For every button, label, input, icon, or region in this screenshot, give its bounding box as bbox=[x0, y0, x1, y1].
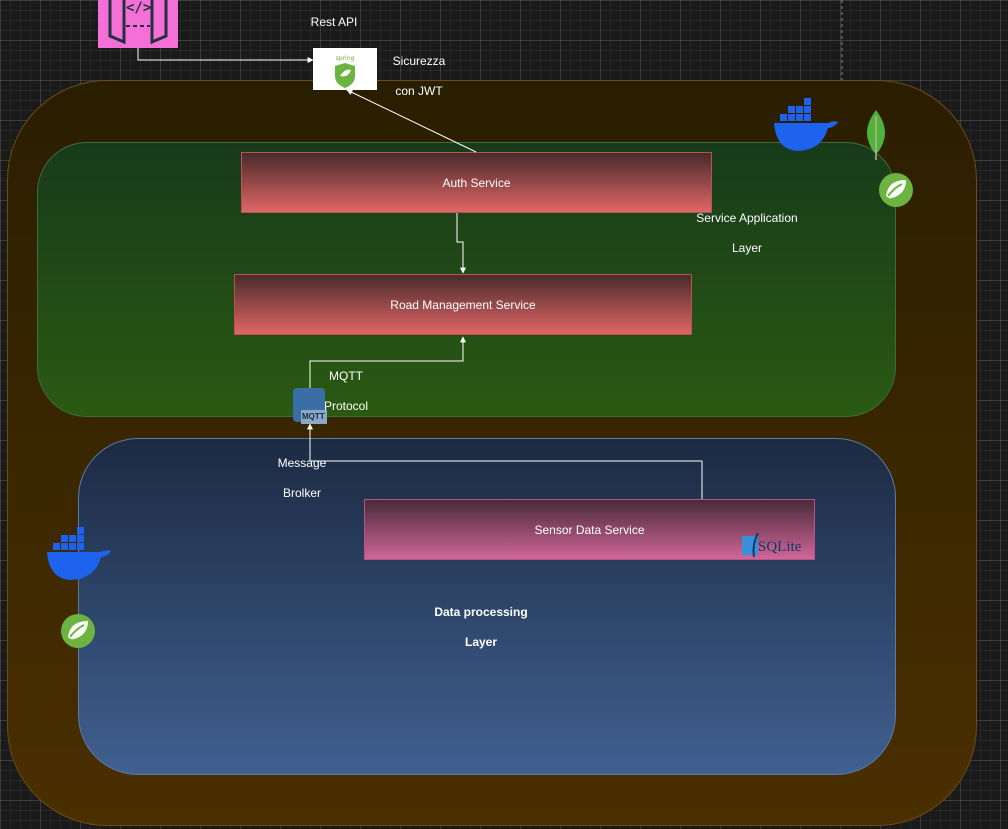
data-layer-label-line1: Data processing bbox=[434, 605, 528, 619]
spring-security-icon[interactable]: spring bbox=[313, 48, 377, 90]
auth-to-road-connector bbox=[456, 213, 466, 274]
data-layer-label-line2: Layer bbox=[464, 635, 498, 649]
sensor-to-mqtt-connector bbox=[307, 423, 703, 499]
svg-text:spring: spring bbox=[336, 55, 355, 62]
data-layer-label: Data processing Layer bbox=[420, 590, 542, 665]
spring-icon bbox=[878, 172, 914, 208]
road-management-service-box[interactable]: Road Management Service bbox=[234, 274, 692, 335]
sqlite-icon: SQLite bbox=[740, 533, 806, 559]
security-label-line2: con JWT bbox=[395, 84, 443, 98]
auth-service-box[interactable]: Auth Service bbox=[241, 152, 712, 213]
mqtt-label-line1: MQTT bbox=[329, 369, 363, 383]
service-layer-label-line1: Service Application bbox=[696, 211, 798, 225]
gateway-to-security-connector bbox=[137, 48, 314, 63]
rest-api-label: Rest API bbox=[310, 15, 358, 29]
spring-icon-data-layer bbox=[60, 613, 96, 649]
broker-label-line2: Brolker bbox=[282, 486, 321, 500]
broker-label-line1: Message bbox=[277, 456, 327, 470]
mqtt-protocol-label: MQTT Protocol bbox=[316, 354, 376, 429]
docker-icon bbox=[772, 98, 838, 152]
mqtt-broker-icon[interactable]: MQTT bbox=[293, 388, 327, 424]
api-gateway-icon[interactable]: </> bbox=[98, 0, 178, 48]
docker-icon-data-layer bbox=[45, 527, 111, 581]
mqtt-to-road-connector bbox=[309, 336, 466, 388]
sqlite-text: SQLite bbox=[758, 539, 802, 555]
security-label-line1: Sicurezza bbox=[392, 54, 446, 68]
security-jwt-label: Sicurezza con JWT bbox=[386, 39, 452, 114]
mqtt-label-line2: Protocol bbox=[323, 399, 369, 413]
auth-to-security-connector bbox=[346, 89, 477, 153]
message-broker-label: Message Brolker bbox=[272, 441, 332, 516]
service-layer-label-line2: Layer bbox=[731, 241, 763, 255]
data-processing-layer bbox=[78, 438, 896, 775]
sensor-data-service-label: Sensor Data Service bbox=[534, 522, 645, 537]
service-layer-label: Service Application Layer bbox=[688, 196, 806, 271]
sensor-data-service-box[interactable]: Sensor Data Service bbox=[364, 499, 815, 560]
auth-service-label: Auth Service bbox=[442, 175, 511, 190]
mqtt-badge-text: MQTT bbox=[302, 412, 325, 421]
road-management-service-label: Road Management Service bbox=[390, 297, 536, 312]
mongodb-icon bbox=[864, 110, 888, 160]
api-gateway-glyph: </> bbox=[126, 0, 152, 16]
